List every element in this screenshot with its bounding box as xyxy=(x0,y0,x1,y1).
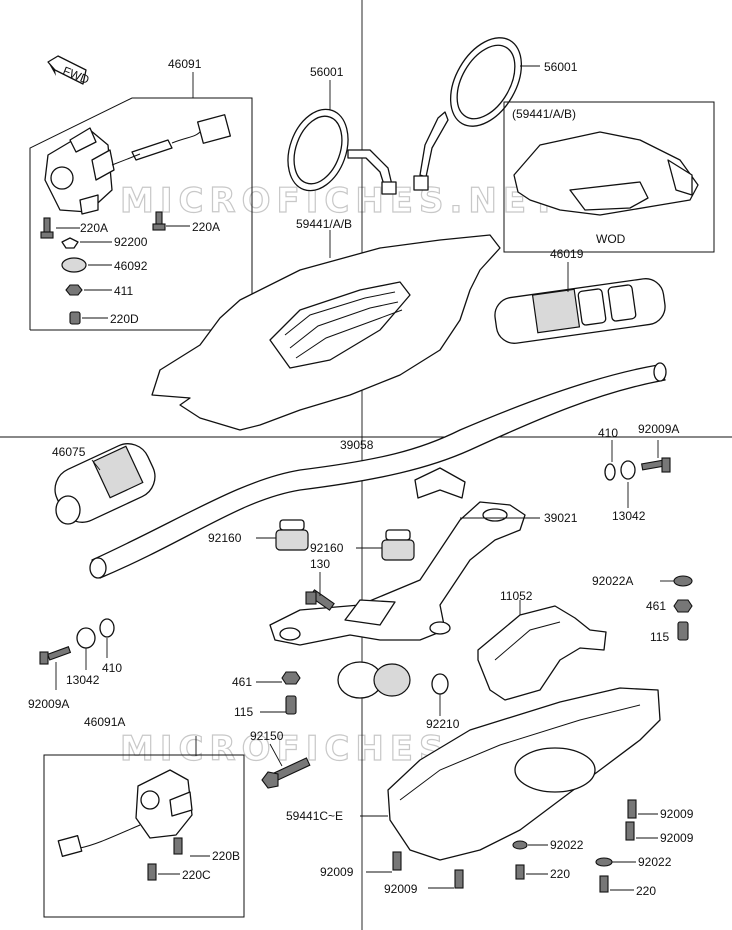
callout-92160-right: 92160 xyxy=(310,541,344,555)
callout-56001-right: 56001 xyxy=(544,60,578,74)
bolt-115-left xyxy=(285,695,297,715)
left-switch-assembly xyxy=(44,114,232,215)
callout-92009A-right: 92009A xyxy=(638,422,679,436)
callout-115-right: 115 xyxy=(650,630,669,644)
bolt-115-right xyxy=(677,621,689,641)
callout-92022-right: 92022 xyxy=(638,855,672,869)
nut-461-left xyxy=(281,671,301,685)
callout-411: 411 xyxy=(114,284,133,298)
callout-220-right: 220 xyxy=(636,884,656,898)
callout-92009-bottom-mid: 92009 xyxy=(384,882,418,896)
callout-92022-bottom: 92022 xyxy=(550,838,584,852)
wod-cover xyxy=(513,131,699,216)
washer-410-right xyxy=(604,463,616,481)
screw-92009-right-low xyxy=(625,821,635,841)
screw-220C xyxy=(147,863,157,881)
callout-461-right: 461 xyxy=(646,599,666,613)
callout-92009A-left: 92009A xyxy=(28,697,69,711)
spacer-13042-right xyxy=(620,460,636,480)
handle-cover-lower xyxy=(387,687,661,861)
callout-92150: 92150 xyxy=(250,729,284,743)
bolt-92150 xyxy=(261,757,311,789)
callout-56001-left: 56001 xyxy=(310,65,344,79)
wod-inset-frame xyxy=(503,101,715,253)
callout-46019: 46019 xyxy=(550,247,584,261)
callout-46092: 46092 xyxy=(114,259,148,273)
screw-92009-right-high xyxy=(627,799,637,819)
callout-11052: 11052 xyxy=(500,589,533,603)
left-switch-46091A xyxy=(57,769,193,857)
screw-92009-bottom-left xyxy=(392,851,402,871)
screw-220D xyxy=(69,311,81,325)
callout-92009-bottom-left: 92009 xyxy=(320,865,354,879)
bush-92160-right xyxy=(381,529,415,561)
leader-lines xyxy=(55,65,674,891)
callout-92009-right-low: 92009 xyxy=(660,831,694,845)
washer-92022-right xyxy=(595,857,613,867)
part-46092 xyxy=(61,257,87,273)
watermark-top: MICROFICHES.NET xyxy=(120,181,561,221)
callout-220C: 220C xyxy=(182,868,211,882)
callout-13042-left: 13042 xyxy=(66,673,100,687)
screw-92009-bottom-mid xyxy=(454,869,464,889)
callout-46075: 46075 xyxy=(52,445,86,459)
callout-220B: 220B xyxy=(212,849,240,863)
callout-130: 130 xyxy=(310,557,330,571)
callout-220A-left: 220A xyxy=(80,221,108,235)
callout-461-left: 461 xyxy=(232,675,252,689)
upper-holder-39021 xyxy=(269,467,526,646)
mirror-left xyxy=(287,108,397,195)
part-callouts: 46091 220A 220A 92200 46092 411 220D 560… xyxy=(28,57,694,898)
callout-92210: 92210 xyxy=(426,717,460,731)
callout-220-bottom: 220 xyxy=(550,867,570,881)
callout-13042-right: 13042 xyxy=(612,509,646,523)
callout-39058: 39058 xyxy=(340,438,374,452)
fwd-label: FWD xyxy=(61,64,92,87)
screw-220A-left xyxy=(40,217,54,239)
washer-92022A xyxy=(673,575,693,587)
washer-92022-bottom xyxy=(512,840,528,850)
spacer-13042-left xyxy=(76,627,96,649)
bush-92160-left xyxy=(275,519,309,551)
nut-411 xyxy=(65,284,83,296)
inset-wod-label: WOD xyxy=(596,232,626,246)
washer-92200 xyxy=(61,237,79,249)
screw-92009A-left xyxy=(39,646,72,665)
washer-410-left xyxy=(99,618,115,638)
callout-92160-left: 92160 xyxy=(208,531,242,545)
callout-92022A: 92022A xyxy=(592,574,633,588)
fwd-arrow-icon: FWD xyxy=(47,55,92,87)
callout-410-left: 410 xyxy=(102,661,122,675)
handlebar-pipe xyxy=(89,362,667,579)
callout-59441AB: 59441/A/B xyxy=(296,217,352,231)
screw-220A-right xyxy=(152,211,166,231)
screw-220-right-bottom xyxy=(599,875,609,893)
lower-clamp xyxy=(337,661,449,699)
bolt-130 xyxy=(305,589,335,611)
screw-220B xyxy=(173,837,183,855)
callout-92200: 92200 xyxy=(114,235,148,249)
callout-39021: 39021 xyxy=(544,511,578,525)
handle-cover-upper xyxy=(151,234,501,431)
switch-box-46091A-frame xyxy=(43,754,245,918)
bracket-11052 xyxy=(477,605,607,701)
callout-92009-right-high: 92009 xyxy=(660,807,694,821)
grip-right xyxy=(494,278,666,344)
callout-46091: 46091 xyxy=(168,57,202,71)
nut-461-right xyxy=(673,599,693,613)
screw-220-bottom xyxy=(515,864,525,880)
callout-220D: 220D xyxy=(110,312,139,326)
callout-220A-right: 220A xyxy=(192,220,220,234)
grip-left xyxy=(54,443,156,525)
callout-46091A: 46091A xyxy=(84,715,125,729)
inset-part-label: (59441/A/B) xyxy=(512,107,576,121)
callout-410-right: 410 xyxy=(598,426,618,440)
screw-92009A-right xyxy=(641,457,671,473)
callout-59441CE: 59441C~E xyxy=(286,809,343,823)
callout-115-left: 115 xyxy=(234,705,253,719)
